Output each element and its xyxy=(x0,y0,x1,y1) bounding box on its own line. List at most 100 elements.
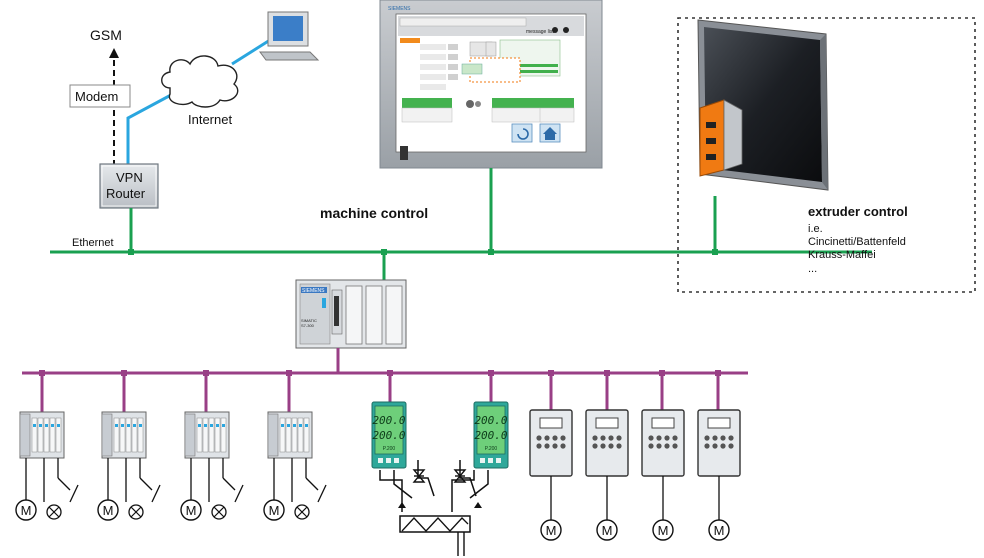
laptop-icon xyxy=(259,11,320,61)
motor-symbol-label: M xyxy=(103,503,114,518)
valve-icon xyxy=(412,469,426,483)
io-module-slice xyxy=(214,417,221,453)
drive-key xyxy=(720,443,726,449)
io-module-led xyxy=(51,424,54,427)
motor-symbol-label: M xyxy=(269,503,280,518)
plc-brand-label: SIEMENS xyxy=(302,288,325,294)
drive-key xyxy=(616,435,622,441)
lamp-icon xyxy=(208,478,227,520)
motor-symbol-label: M xyxy=(658,523,669,538)
io-station: M xyxy=(263,411,327,521)
lamp-icon xyxy=(43,478,62,520)
ethernet-label: Ethernet xyxy=(72,237,114,249)
motor-icon: M xyxy=(15,499,37,521)
io-module-slice xyxy=(279,417,286,453)
modem-label: Modem xyxy=(75,89,118,104)
io-module-led xyxy=(33,424,36,427)
fieldbus-node xyxy=(286,370,292,376)
controller-value-bottom: 200.0 xyxy=(372,429,405,442)
drive-key xyxy=(728,443,734,449)
extruder-line-ellipsis: ... xyxy=(808,263,817,275)
drive-key xyxy=(656,443,662,449)
io-module-led xyxy=(115,424,118,427)
vpn-router-label-line1: VPN xyxy=(116,170,143,185)
drive-key xyxy=(656,435,662,441)
motor-drive: M xyxy=(529,409,573,541)
fieldbus-node xyxy=(488,370,494,376)
hmi-panel xyxy=(379,0,603,169)
drive-key xyxy=(600,435,606,441)
motor-symbol-label: M xyxy=(714,523,725,538)
controller-key xyxy=(378,458,383,463)
drive-display xyxy=(595,417,619,429)
lamp-cross xyxy=(213,506,225,518)
io-module-slice xyxy=(43,417,50,453)
router-icon xyxy=(99,163,159,209)
io-module-slice xyxy=(202,417,209,453)
switch-contact xyxy=(305,477,319,491)
controller-display xyxy=(374,405,404,455)
drive-key xyxy=(608,435,614,441)
hmi-brand-label: SIEMENS xyxy=(388,6,411,12)
switch-icon xyxy=(305,477,327,503)
io-module-led xyxy=(281,424,284,427)
controller-key xyxy=(496,458,501,463)
motor-icon: M xyxy=(708,519,730,541)
drive-key xyxy=(608,443,614,449)
io-module-led xyxy=(216,424,219,427)
drive-key xyxy=(728,435,734,441)
lamp-icon xyxy=(125,478,144,520)
hmi-message-list-label: message list xyxy=(526,29,554,35)
io-module-slice xyxy=(303,417,310,453)
drive-key xyxy=(544,435,550,441)
drive-display xyxy=(539,417,563,429)
io-module-led xyxy=(127,424,130,427)
controller-value-top: 200.0 xyxy=(372,414,405,427)
io-module-slice xyxy=(119,417,126,453)
drive-key xyxy=(672,435,678,441)
drive-key xyxy=(544,443,550,449)
valve-icon xyxy=(453,469,467,483)
motor-drive: M xyxy=(585,409,629,541)
io-module-led xyxy=(57,424,60,427)
controller-value-top: 200.0 xyxy=(474,414,507,427)
io-module-led xyxy=(293,424,296,427)
io-module-slice xyxy=(125,417,132,453)
controller-key xyxy=(386,458,391,463)
motor-icon: M xyxy=(97,499,119,521)
controller-key xyxy=(480,458,485,463)
io-module-led xyxy=(299,424,302,427)
io-module-led xyxy=(139,424,142,427)
fieldbus-node xyxy=(121,370,127,376)
io-module-slice xyxy=(37,417,44,453)
io-module-led xyxy=(204,424,207,427)
drive-key xyxy=(712,443,718,449)
fieldbus-node xyxy=(604,370,610,376)
extruder-panel-pc xyxy=(697,19,829,191)
io-module-slice xyxy=(55,417,62,453)
switch-contact xyxy=(222,477,236,491)
switch-icon xyxy=(139,477,161,503)
motor-icon: M xyxy=(596,519,618,541)
drive-key xyxy=(592,443,598,449)
fieldbus-node xyxy=(203,370,209,376)
io-head-module xyxy=(19,413,31,457)
drive-key xyxy=(560,435,566,441)
controller-tag: P.200 xyxy=(485,446,498,452)
io-module-slice xyxy=(137,417,144,453)
io-head-module xyxy=(267,413,279,457)
cloud-icon xyxy=(161,55,239,108)
drive-display xyxy=(707,417,731,429)
laptop-link-line xyxy=(231,38,271,66)
drive-display xyxy=(651,417,675,429)
switch-lever xyxy=(151,484,161,503)
controller-key xyxy=(488,458,493,463)
drive-key xyxy=(560,443,566,449)
switch-contact xyxy=(139,477,153,491)
drive-key xyxy=(648,443,654,449)
motor-icon: M xyxy=(540,519,562,541)
drive-key xyxy=(704,443,710,449)
